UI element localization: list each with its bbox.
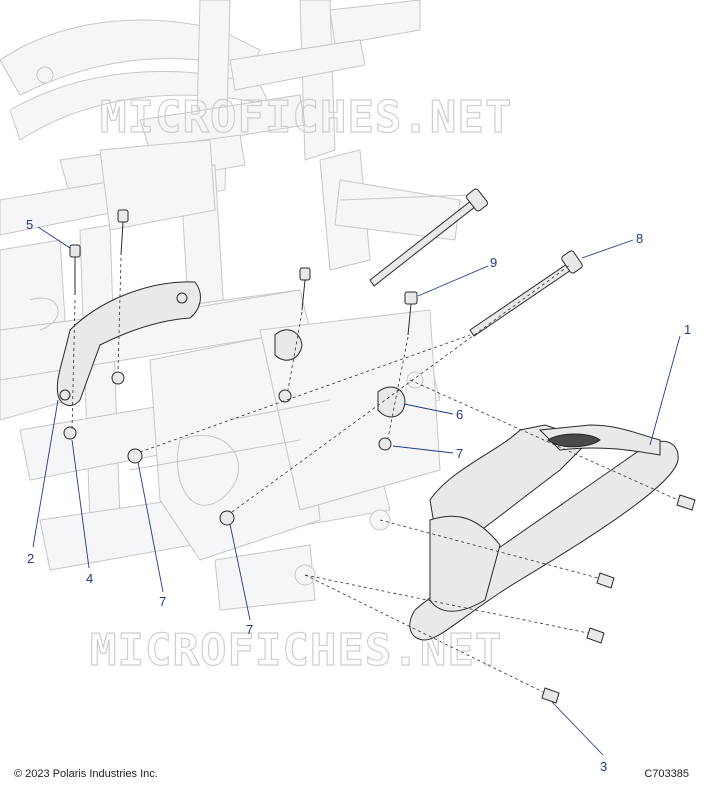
callout-leaders (32, 226, 681, 756)
callout-3: 3 (600, 759, 607, 774)
mount-bracket-2 (56, 281, 201, 406)
nut-b (278, 389, 292, 403)
callout-7b: 7 (159, 594, 166, 609)
callout-7a: 7 (456, 446, 463, 461)
callout-8: 8 (636, 231, 643, 246)
flange-bolt-c (586, 627, 605, 644)
flange-bolt-b (596, 572, 615, 589)
bolt-upper-b (299, 267, 311, 281)
nut-7a (127, 448, 143, 464)
callout-4: 4 (86, 571, 93, 586)
bolt-5 (69, 244, 81, 258)
nut-7b (219, 510, 235, 526)
isolator-6b (377, 386, 406, 418)
nut-a (111, 371, 125, 385)
callout-1: 1 (684, 322, 691, 337)
nut-4 (63, 426, 77, 440)
parts (56, 188, 696, 704)
callout-labels: 1 2 3 4 5 6 7 7 7 8 9 (26, 217, 691, 774)
callout-9: 9 (490, 255, 497, 270)
watermark-top: MICROFICHES.NET (100, 92, 512, 143)
callout-5: 5 (26, 217, 33, 232)
nut-7c (378, 437, 392, 451)
callout-6: 6 (456, 407, 463, 422)
bolt-9 (404, 291, 418, 305)
flange-bolt-a (676, 494, 696, 511)
callout-7c: 7 (246, 622, 253, 637)
figure-id: C703385 (644, 768, 689, 780)
flange-bolt-3 (541, 687, 560, 704)
bolt-upper-a (117, 209, 129, 223)
assembly-lines (71, 257, 679, 693)
callout-2: 2 (27, 551, 34, 566)
copyright-text: © 2023 Polaris Industries Inc. (14, 768, 158, 780)
isolator-6a (274, 329, 303, 361)
vehicle-frame (0, 0, 471, 611)
